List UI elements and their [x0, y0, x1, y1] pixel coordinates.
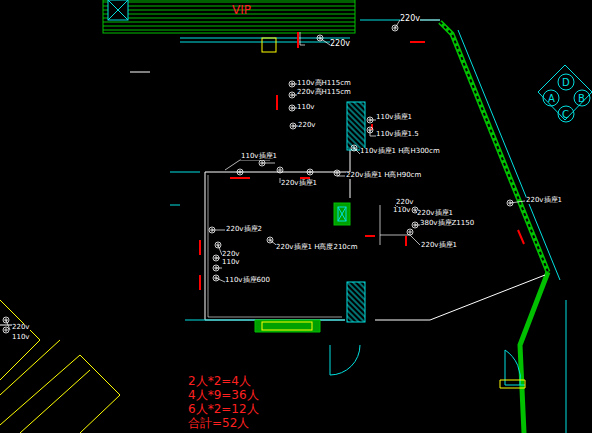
- outlet-label: 220v: [396, 199, 414, 206]
- outlet-mark: [393, 26, 397, 30]
- outlet-mark: [214, 256, 218, 260]
- outlet-symbol: [215, 242, 221, 248]
- outlet-symbol: [259, 160, 265, 166]
- outlet-mark: [260, 161, 264, 165]
- outlet-symbol: [407, 229, 413, 235]
- outlet-mark: [318, 36, 322, 40]
- outlet-label: 380v插座Z1150: [420, 220, 474, 227]
- outlet-symbol: [307, 169, 313, 175]
- outlet-mark: [278, 168, 282, 172]
- outlet-symbol: [412, 222, 418, 228]
- outlet-mark: [335, 171, 339, 175]
- outlet-label: 220v插座1: [421, 242, 457, 249]
- outlet-symbol: [334, 170, 340, 176]
- outlet-mark: [408, 230, 412, 234]
- outlet-label: 220v插座1: [526, 197, 562, 204]
- outlet-symbol: [237, 169, 243, 175]
- headcount-note: 6人*2=12人: [188, 403, 259, 415]
- headcount-note: 4人*9=36人: [188, 389, 259, 401]
- outlet-symbol: [213, 275, 219, 281]
- outlet-label: 110v: [222, 259, 240, 266]
- outlet-symbol: [289, 92, 295, 98]
- outlet-label: 110v: [297, 104, 315, 111]
- outlet-mark: [308, 170, 312, 174]
- outlet-mark: [4, 318, 8, 322]
- outlet-mark: [352, 146, 356, 150]
- outlet-label: 110v插座1: [241, 153, 277, 160]
- room-name: VIP: [232, 4, 251, 16]
- outlet-symbol: [290, 123, 296, 129]
- outlet-symbol: [317, 35, 323, 41]
- outlet-label: 220v: [400, 15, 420, 23]
- outlet-mark: [290, 93, 294, 97]
- outlet-label: 220v: [330, 40, 350, 48]
- outlet-label: 110v插座1 H高H300cm: [360, 148, 440, 155]
- outlet-label: 110v插座1.5: [376, 131, 419, 138]
- outlet-label: 110v插座1: [376, 114, 412, 121]
- outlet-mark: [290, 82, 294, 86]
- compass-letter: A: [548, 94, 555, 104]
- outlet-mark: [368, 128, 372, 132]
- outlet-mark: [368, 118, 372, 122]
- outlet-label: 220v插座1: [281, 180, 317, 187]
- outlet-symbol: [213, 255, 219, 261]
- outlet-mark: [4, 328, 8, 332]
- outlet-label: 220v高H115cm: [297, 89, 351, 96]
- outlet-symbol: [3, 317, 9, 323]
- outlet-symbol: [3, 327, 9, 333]
- outlet-label: 220v: [12, 324, 30, 331]
- outlet-label: 220v插座1 H高H90cm: [346, 172, 421, 179]
- outlet-symbol: [351, 145, 357, 151]
- outlet-mark: [508, 201, 512, 205]
- outlet-mark: [216, 243, 220, 247]
- outlet-label: 220v插座2: [226, 226, 262, 233]
- outlet-mark: [238, 170, 242, 174]
- outlet-symbol: [289, 105, 295, 111]
- outlet-symbol: [289, 81, 295, 87]
- outlet-symbol: [507, 200, 513, 206]
- headcount-note: 合計=52人: [188, 417, 249, 429]
- outlet-mark: [268, 238, 272, 242]
- outlet-label: 220v: [222, 251, 240, 258]
- outlet-symbol: [277, 167, 283, 173]
- headcount-note: 2人*2=4人: [188, 375, 251, 387]
- outlet-mark: [290, 106, 294, 110]
- outlet-label: 220v插座1 H高度210cm: [276, 244, 357, 251]
- outlet-mark: [413, 223, 417, 227]
- outlet-symbol: [209, 227, 215, 233]
- outlet-label: 110v: [393, 207, 411, 214]
- outlet-label: 110v高H115cm: [297, 80, 351, 87]
- outlet-label: 220v: [298, 122, 316, 129]
- outlet-symbol: [392, 25, 398, 31]
- outlet-label: 110v插座600: [225, 277, 270, 284]
- compass-letter: B: [578, 94, 585, 104]
- outlet-mark: [214, 266, 218, 270]
- outlet-label: 110v: [12, 334, 30, 341]
- compass-letter: D: [562, 78, 570, 88]
- outlet-symbol: [367, 117, 373, 123]
- outlet-symbol: [213, 265, 219, 271]
- outlet-mark: [214, 276, 218, 280]
- compass-letter: C: [562, 110, 569, 120]
- outlet-label: 220v插座1: [417, 210, 453, 217]
- outlet-mark: [291, 124, 295, 128]
- outlet-symbol: [267, 237, 273, 243]
- outlet-symbol: [367, 127, 373, 133]
- outlet-mark: [210, 228, 214, 232]
